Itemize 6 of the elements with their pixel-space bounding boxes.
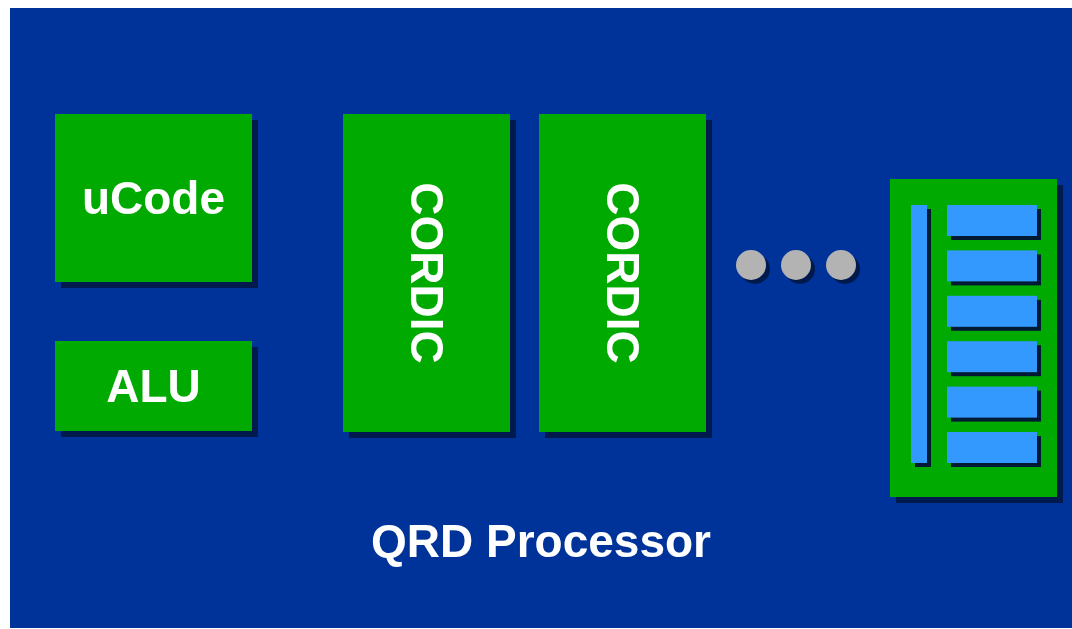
block-label: ALU (106, 359, 201, 413)
block-label: CORDIC (595, 182, 650, 364)
block-label: CORDIC (399, 182, 454, 364)
processor-panel (10, 8, 1072, 628)
block-label: uCode (81, 171, 226, 225)
panel-title: QRD Processor (371, 514, 711, 568)
